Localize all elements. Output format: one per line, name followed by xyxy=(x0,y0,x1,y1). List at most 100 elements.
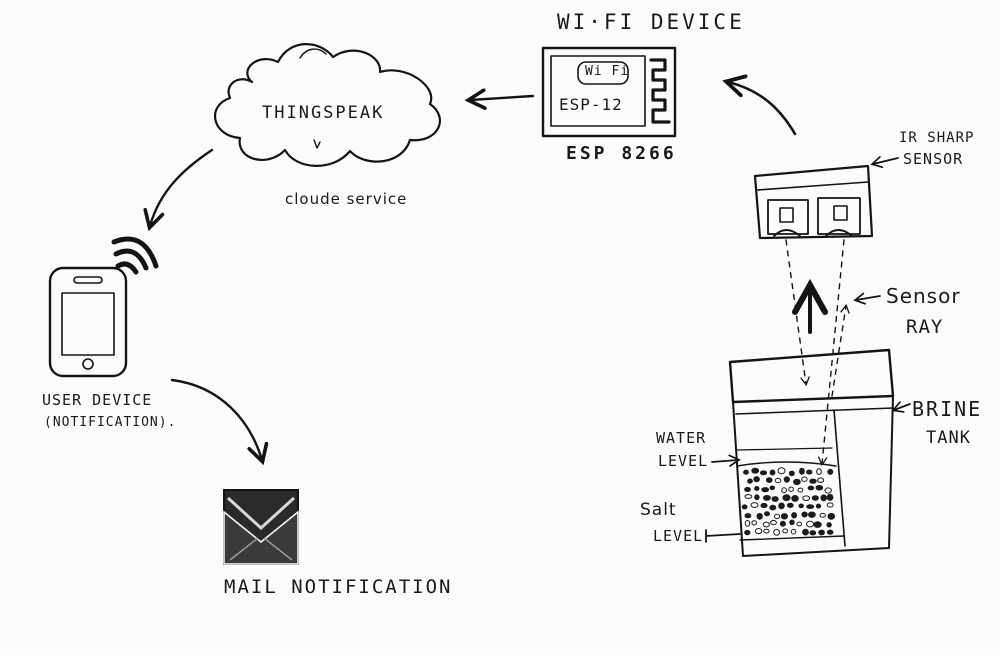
signal-icon xyxy=(111,236,159,275)
salt-granule-icon xyxy=(791,495,799,502)
arrow-icon xyxy=(785,239,810,387)
cloud-name: THINGSPEAK xyxy=(262,103,385,123)
salt-granule-icon xyxy=(744,494,753,499)
salt-granule-icon xyxy=(788,470,795,477)
phone-icon xyxy=(48,266,128,378)
tank-label-1: BRINE xyxy=(912,397,983,421)
salt-granule-icon xyxy=(816,468,822,476)
salt-granule-icon xyxy=(793,478,801,486)
salt-granule-icon xyxy=(820,494,828,502)
salt-granules xyxy=(741,467,836,536)
cloud-icon xyxy=(213,43,442,167)
salt-granule-icon xyxy=(817,477,825,484)
salt-granule-icon xyxy=(763,528,770,534)
ir-sensor-icon xyxy=(753,164,874,240)
ray-label-1: Sensor xyxy=(886,284,961,308)
salt-granule-icon xyxy=(802,495,811,502)
salt-granule-icon xyxy=(791,512,797,519)
arrow-icon xyxy=(891,401,911,413)
salt-granule-icon xyxy=(802,528,809,536)
salt-granule-icon xyxy=(744,513,752,519)
tank-label-2: TANK xyxy=(926,428,971,448)
salt-granule-icon xyxy=(801,476,808,482)
chip-label: ESP 8266 xyxy=(566,143,677,164)
salt-granule-icon xyxy=(806,469,813,475)
salt-granule-icon xyxy=(819,512,826,518)
salt-level-label-2: LEVEL xyxy=(653,527,704,545)
salt-granule-icon xyxy=(777,467,786,475)
sensor-label-1: IR SHARP xyxy=(899,130,975,146)
salt-granule-icon xyxy=(743,469,749,475)
arrow-icon xyxy=(853,292,881,305)
salt-granule-icon xyxy=(754,486,760,491)
salt-granule-icon xyxy=(806,520,815,528)
salt-granule-icon xyxy=(741,504,748,510)
module-label: ESP-12 xyxy=(559,95,623,114)
salt-granule-icon xyxy=(796,521,803,527)
salt-granule-icon xyxy=(789,519,795,526)
salt-granule-icon xyxy=(747,478,753,484)
salt-granule-icon xyxy=(809,530,817,536)
salt-level-label-1: Salt xyxy=(640,500,677,520)
salt-granule-icon xyxy=(826,502,834,508)
salt-granule-icon xyxy=(815,484,824,491)
salt-granule-icon xyxy=(756,512,763,520)
arrow-icon xyxy=(870,156,899,168)
salt-granule-icon xyxy=(744,529,751,536)
salt-granule-icon xyxy=(751,520,758,526)
salt-granule-icon xyxy=(806,504,815,510)
salt-granule-icon xyxy=(779,520,786,527)
arrow-icon xyxy=(150,148,214,226)
salt-granule-icon xyxy=(797,487,804,493)
arrow-icon xyxy=(470,96,535,100)
salt-granule-icon xyxy=(751,467,760,474)
salt-granule-icon xyxy=(754,528,763,535)
salt-granule-icon xyxy=(782,528,789,534)
salt-granule-icon xyxy=(762,495,771,501)
mail-label: MAIL NOTIFICATION xyxy=(224,576,453,598)
salt-granule-icon xyxy=(760,502,768,509)
salt-granule-icon xyxy=(815,503,822,509)
cloud-caption: cloude service xyxy=(285,190,408,208)
salt-granule-icon xyxy=(754,494,760,501)
salt-granule-icon xyxy=(798,503,804,509)
salt-granule-icon xyxy=(769,469,776,476)
wifi-badge: Wi Fi xyxy=(585,64,630,79)
salt-granule-icon xyxy=(781,487,787,494)
tank-icon xyxy=(728,348,895,557)
salt-granule-icon xyxy=(824,487,832,494)
user-device-label: USER DEVICE xyxy=(42,391,153,409)
salt-granule-icon xyxy=(801,511,808,518)
wifi-device-title: WI·FI DEVICE xyxy=(557,10,745,34)
salt-granule-icon xyxy=(744,520,751,527)
salt-granule-icon xyxy=(765,477,773,484)
salt-granule-icon xyxy=(826,493,834,501)
salt-granule-icon xyxy=(809,478,817,484)
salt-granule-icon xyxy=(771,496,779,502)
esp-module-icon xyxy=(541,46,677,138)
salt-granule-icon xyxy=(759,470,768,476)
salt-granule-icon xyxy=(799,467,805,475)
salt-granule-icon xyxy=(826,522,832,528)
salt-granule-icon xyxy=(782,494,791,502)
salt-granule-icon xyxy=(770,519,777,526)
envelope-icon xyxy=(223,489,299,565)
salt-granule-icon xyxy=(783,476,790,483)
salt-granule-icon xyxy=(811,495,819,501)
salt-granule-icon xyxy=(773,528,780,536)
salt-granule-icon xyxy=(778,502,785,510)
arrow-icon xyxy=(817,239,845,467)
salt-granule-icon xyxy=(813,521,822,528)
salt-granule-icon xyxy=(761,487,770,493)
user-device-sub: (NOTIFICATION). xyxy=(44,415,177,430)
salt-granule-icon xyxy=(788,486,794,492)
salt-granule-icon xyxy=(827,468,834,475)
salt-granule-icon xyxy=(769,485,776,491)
salt-granule-icon xyxy=(818,529,825,536)
salt-granule-icon xyxy=(750,502,759,508)
water-level-label-1: WATER xyxy=(656,429,707,447)
salt-granule-icon xyxy=(762,521,770,528)
salt-granule-icon xyxy=(780,513,789,520)
